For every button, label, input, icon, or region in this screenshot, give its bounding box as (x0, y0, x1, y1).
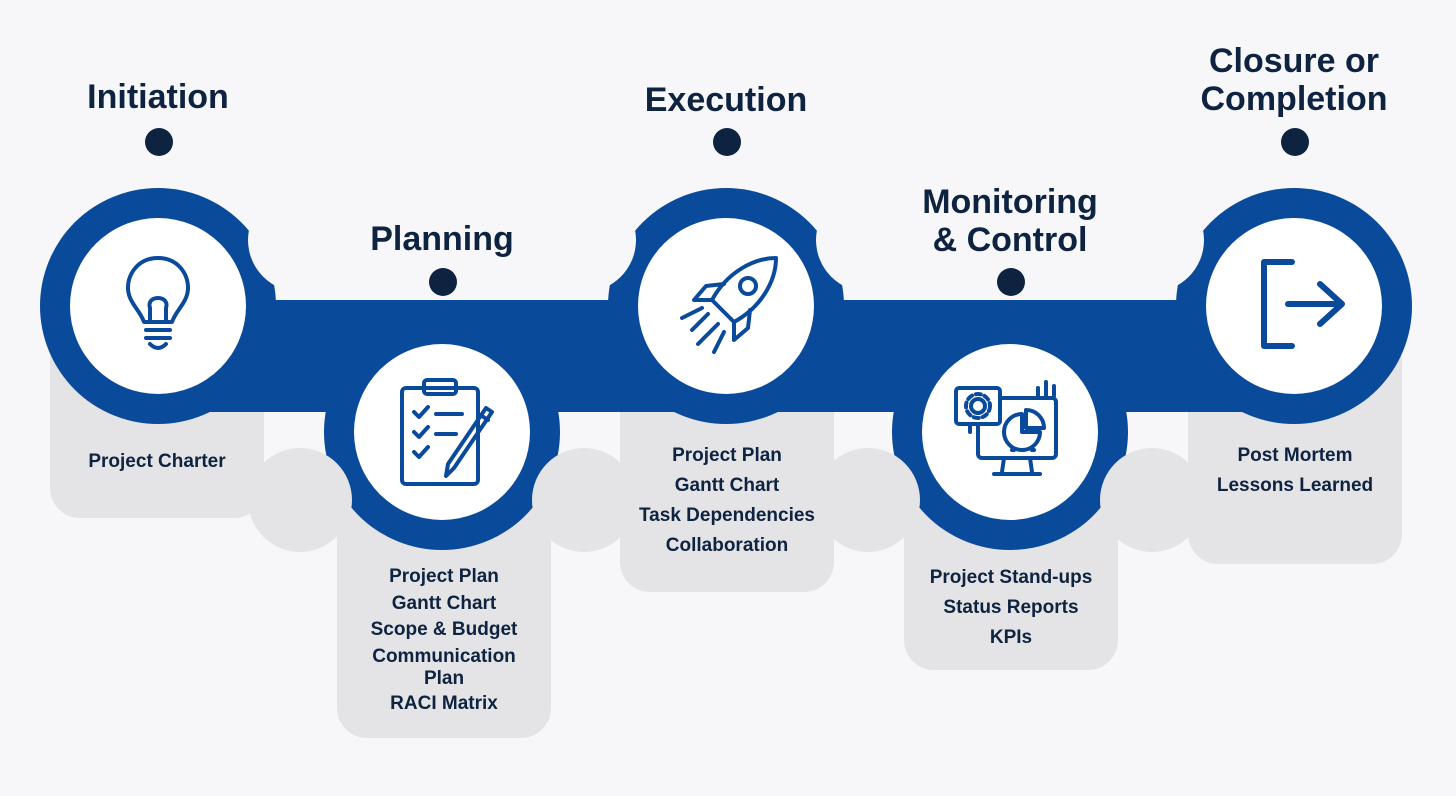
stage-item: Project Stand-ups (929, 567, 1093, 588)
band-notch (1100, 188, 1204, 292)
band-notch (248, 188, 352, 292)
stage-items-initiation: Project Charter (50, 447, 264, 477)
stage-title-planning: Planning (342, 220, 542, 258)
stage-title-line: Monitoring (922, 183, 1098, 221)
band-notch (1100, 448, 1204, 552)
stage-item: Scope & Budget (370, 619, 518, 640)
monitor-dashboard-icon (954, 380, 1058, 476)
band-notch (816, 188, 920, 292)
clipboard-checklist-icon (400, 378, 494, 486)
stage-title-closure: Closure or Completion (1174, 42, 1414, 118)
stage-marker-dot (997, 268, 1025, 296)
stage-title-execution: Execution (616, 81, 836, 119)
stage-item: Project Plan (389, 566, 499, 587)
stage-title-line: & Control (932, 221, 1088, 259)
stage-marker-dot (145, 128, 173, 156)
stage-items-execution: Project Plan Gantt Chart Task Dependenci… (620, 441, 834, 561)
band-notch (532, 448, 636, 552)
band-notch (816, 448, 920, 552)
stage-item: Collaboration (665, 535, 789, 556)
stage-title-line: Completion (1200, 80, 1388, 118)
stage-items-monitoring: Project Stand-ups Status Reports KPIs (904, 563, 1118, 653)
stage-title-line: Execution (644, 81, 808, 119)
stage-marker-dot (429, 268, 457, 296)
disc-execution (638, 218, 814, 394)
lightbulb-icon (126, 256, 190, 350)
stage-item: Plan (423, 668, 465, 689)
disc-initiation (70, 218, 246, 394)
stage-title-initiation: Initiation (58, 78, 258, 116)
stage-items-closure: Post Mortem Lessons Learned (1188, 441, 1402, 501)
stage-item: Lessons Learned (1216, 475, 1374, 496)
stage-item: Gantt Chart (674, 475, 780, 496)
stage-items-planning: Project Plan Gantt Chart Scope & Budget … (337, 563, 551, 721)
stage-title-line: Planning (370, 220, 514, 258)
band-notch (248, 448, 352, 552)
stage-item: Communication (372, 646, 516, 667)
stage-item: Post Mortem (1237, 445, 1353, 466)
stage-item: Project Charter (88, 451, 226, 472)
stage-item: Task Dependencies (638, 505, 815, 526)
stage-item: Status Reports (943, 597, 1079, 618)
stage-item: KPIs (989, 627, 1033, 648)
rocket-icon (680, 256, 778, 354)
band-notch (532, 188, 636, 292)
exit-arrow-icon (1261, 259, 1345, 349)
stage-item: Project Plan (672, 445, 782, 466)
stage-item: Gantt Chart (391, 593, 497, 614)
stage-marker-dot (713, 128, 741, 156)
stage-title-monitoring: Monitoring & Control (890, 183, 1130, 259)
stage-marker-dot (1281, 128, 1309, 156)
stage-item: RACI Matrix (390, 693, 498, 714)
stage-title-line: Initiation (87, 78, 229, 116)
stage-title-line: Closure or (1208, 42, 1380, 80)
